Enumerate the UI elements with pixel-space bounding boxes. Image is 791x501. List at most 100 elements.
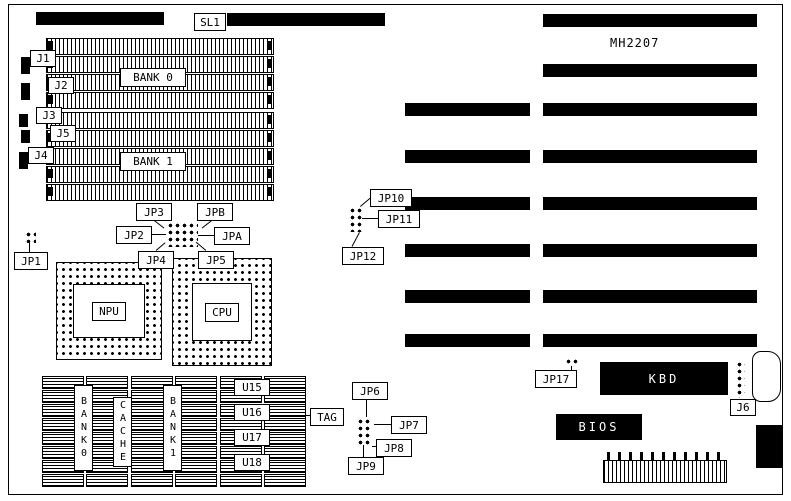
cache-chip: [264, 474, 306, 487]
connector-j5: [21, 130, 30, 143]
label-cache-bank0: BANK0: [74, 385, 93, 471]
expansion-slot-long: [543, 64, 757, 77]
label-jp1: JP1: [14, 252, 48, 270]
jumper-cluster-cpu: [166, 221, 198, 247]
label-jp6: JP6: [352, 382, 388, 400]
cache-chip: [264, 432, 306, 445]
simm-socket: [46, 112, 274, 129]
label-j6: J6: [730, 399, 756, 416]
expansion-slot-long: [543, 150, 757, 163]
connector-j6: [735, 360, 745, 398]
connector-j4: [19, 152, 28, 169]
npu-socket: NPU: [56, 262, 162, 360]
leader-line: [366, 398, 367, 417]
label-jp7: JP7: [391, 416, 427, 434]
pin-header-pins: [607, 452, 721, 460]
label-j2: J2: [48, 77, 74, 94]
expansion-slot-long: [543, 334, 757, 347]
edge-connector: [756, 425, 782, 468]
cache-chip: [131, 376, 173, 389]
leader-line: [372, 446, 376, 447]
jumper-jp1: [24, 230, 36, 243]
leader-line: [362, 218, 378, 219]
cache-chip: [264, 418, 306, 431]
top-connector-bar: [36, 12, 164, 25]
label-jp12: JP12: [342, 247, 384, 265]
label-jp9: JP9: [348, 457, 384, 475]
label-u18: U18: [234, 454, 270, 471]
leader-line: [363, 445, 364, 457]
leader-line: [374, 424, 391, 425]
cache-chip: [175, 474, 217, 487]
label-jp5: JP5: [198, 251, 234, 269]
kbd-controller-chip: KBD: [600, 362, 728, 395]
simm-socket: [46, 38, 274, 55]
simm-socket: [46, 184, 274, 201]
cpu-socket: CPU: [172, 258, 272, 366]
sl1-slot-bar: [227, 13, 385, 26]
label-jp17: JP17: [535, 370, 577, 388]
label-bank0: BANK 0: [120, 68, 186, 87]
tag-bracket-line: [305, 377, 306, 487]
connector-j1: [21, 57, 30, 74]
label-u15: U15: [234, 379, 270, 396]
leader-line: [198, 235, 214, 236]
label-u17: U17: [234, 429, 270, 446]
board-model-text: MH2207: [610, 36, 660, 50]
expansion-slot-short: [405, 103, 530, 116]
jumper-cluster-jp10: [348, 206, 363, 232]
leader-line: [150, 234, 166, 235]
cache-chip: [86, 474, 128, 487]
label-jp3: JP3: [136, 203, 172, 221]
expansion-slot-short: [405, 290, 530, 303]
expansion-slot-short: [405, 197, 530, 210]
expansion-slot-long: [543, 14, 757, 27]
expansion-slot-long: [543, 197, 757, 210]
label-u16: U16: [234, 404, 270, 421]
leader-line: [305, 415, 311, 416]
cache-chip: [264, 404, 306, 417]
label-cache-bank1: BANK1: [163, 385, 182, 471]
cache-chip: [264, 376, 306, 389]
connector-j2: [21, 83, 30, 100]
npu-socket-inner: NPU: [73, 284, 145, 338]
leader-line: [571, 366, 572, 371]
keyboard-din-connector-icon: [752, 351, 781, 402]
jumper-cluster-jp6: [356, 417, 372, 445]
cache-chip: [175, 376, 217, 389]
cache-chip: [42, 376, 84, 389]
expansion-slot-short: [405, 244, 530, 257]
label-jp2: JP2: [116, 226, 152, 244]
label-sl1: SL1: [194, 13, 226, 31]
label-cache: CACHE: [113, 397, 132, 467]
label-jpa: JPA: [214, 227, 250, 245]
label-j5: J5: [50, 125, 76, 142]
label-jp4: JP4: [138, 251, 174, 269]
label-bank1: BANK 1: [120, 152, 186, 171]
simm-socket: [46, 92, 274, 109]
label-jp8: JP8: [376, 439, 412, 457]
simm-socket: [46, 130, 274, 147]
cache-chip: [42, 474, 84, 487]
cache-chip: [220, 474, 262, 487]
bios-chip: BIOS: [556, 414, 642, 440]
cache-chip: [131, 474, 173, 487]
jumper-jp17: [564, 357, 580, 366]
expansion-slot-long: [543, 290, 757, 303]
expansion-slot-short: [405, 150, 530, 163]
bottom-connector: [603, 460, 727, 483]
cache-chip: [264, 460, 306, 473]
leader-line: [29, 243, 30, 252]
label-npu: NPU: [92, 301, 126, 321]
connector-j3: [19, 114, 28, 127]
label-j3: J3: [36, 107, 62, 124]
label-jpb: JPB: [197, 203, 233, 221]
expansion-slot-long: [543, 244, 757, 257]
expansion-slot-long: [543, 103, 757, 116]
label-jp10: JP10: [370, 189, 412, 207]
cache-chip: [86, 376, 128, 389]
label-tag: TAG: [310, 408, 344, 426]
label-j1: J1: [30, 50, 56, 67]
expansion-slot-short: [405, 334, 530, 347]
